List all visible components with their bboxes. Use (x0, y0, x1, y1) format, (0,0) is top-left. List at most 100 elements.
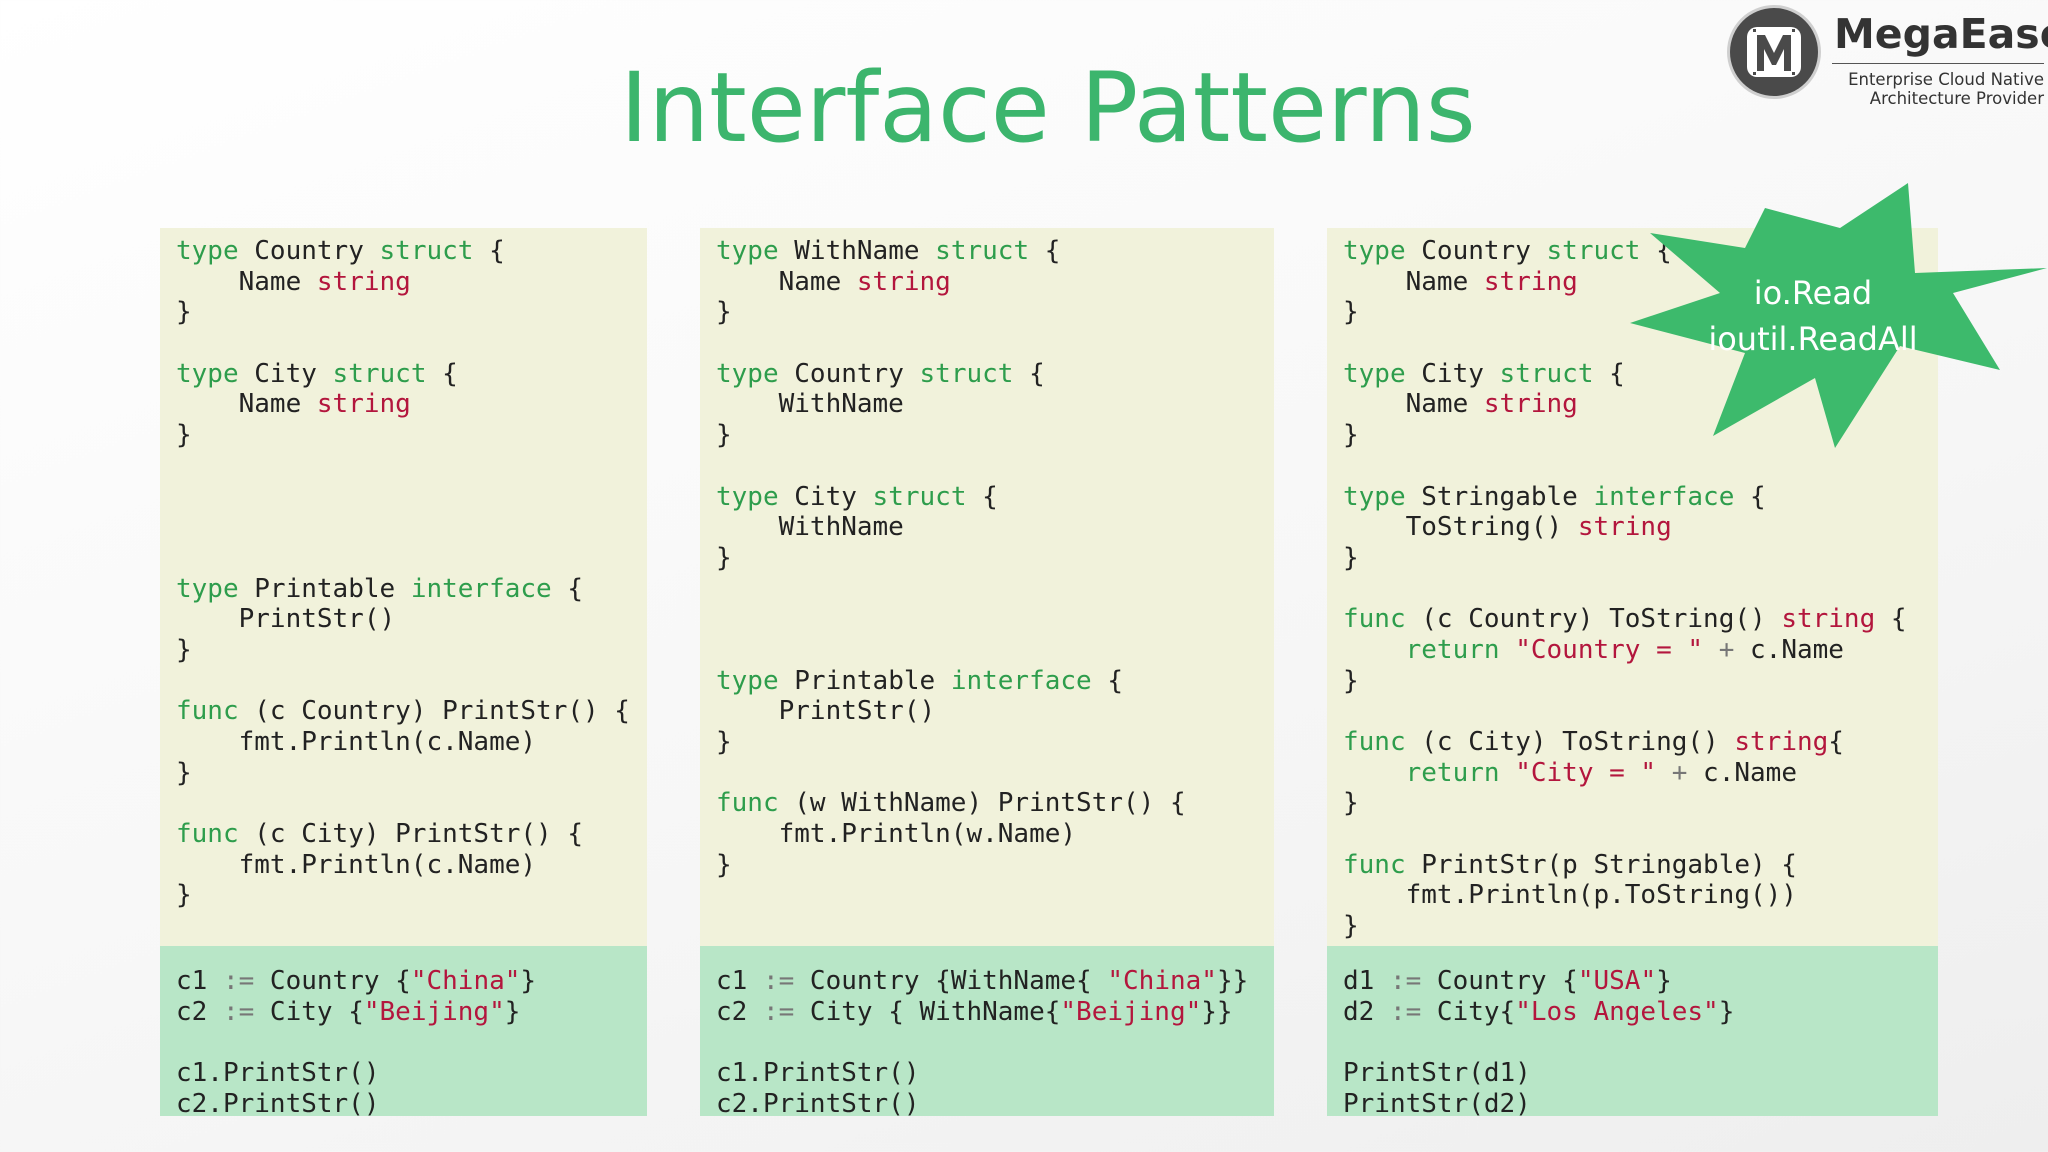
code-token: + (1671, 757, 1688, 788)
code-token: PrintStr() (176, 604, 396, 635)
code-token: string (1781, 604, 1876, 635)
code-token: WithName (716, 512, 904, 543)
code-line (1343, 1027, 1734, 1058)
code-token: "City = " (1515, 757, 1657, 788)
code-token: struct (1546, 236, 1641, 266)
code-line: c1 := Country {"China"} (176, 966, 536, 997)
code-token: := (1389, 966, 1422, 996)
code-token: Country (778, 358, 920, 389)
code-token: Printable (238, 573, 411, 604)
code-token: := (762, 996, 795, 1027)
code-panel-1-definitions: type Country struct { Name string} type C… (160, 228, 647, 946)
code-token: "Beijing" (1060, 996, 1202, 1027)
code-token: struct (872, 481, 967, 512)
code-token: type (716, 236, 779, 266)
code-line (176, 328, 630, 359)
code-line: Name string (176, 389, 630, 420)
code-token: } (716, 727, 732, 757)
code-line (716, 574, 1186, 605)
code-token: interface (950, 665, 1092, 696)
code-token: { (1875, 604, 1907, 635)
code-token: Country { (254, 966, 411, 996)
code-token: (c Country) ToString() (1405, 604, 1782, 635)
code-token: := (1389, 996, 1422, 1027)
code-line: } (1343, 543, 1907, 574)
code-token: return (1405, 634, 1500, 665)
code-token: c2 (176, 996, 223, 1027)
code-token: PrintStr(d1) (1343, 1058, 1531, 1089)
code-line: func (c City) PrintStr() { (176, 819, 630, 850)
code-line (176, 482, 630, 513)
code-token: "China" (1107, 966, 1217, 996)
code-line: } (176, 880, 630, 911)
code-line: c2.PrintStr() (176, 1089, 536, 1120)
code-token: fmt.Println(c.Name) (176, 727, 537, 757)
code-line: WithName (716, 389, 1186, 420)
code-token: fmt.Println(c.Name) (176, 849, 537, 880)
code-token: type (1343, 358, 1406, 389)
code-token: { (1013, 358, 1045, 389)
code-token: City { WithName{ (794, 996, 1061, 1027)
code-line (716, 604, 1186, 635)
callout-line-1: io.Read (1753, 274, 1873, 312)
code-token (1500, 758, 1516, 788)
code-line: c2.PrintStr() (716, 1089, 1248, 1120)
code-line: } (716, 850, 1186, 881)
logo-tagline-line-1: Enterprise Cloud Native (1848, 70, 2044, 89)
code-token: struct (1499, 358, 1594, 389)
code-token: } (716, 297, 732, 328)
code-token: func (176, 819, 239, 850)
code-line (176, 1027, 536, 1058)
code-token: Name (176, 389, 317, 420)
code-token: { (1734, 481, 1766, 512)
code-token: (c Country) PrintStr() { (238, 696, 630, 727)
callout-text: io.Read ioutil.ReadAll (1658, 270, 1968, 362)
code-token: }} (1201, 996, 1233, 1027)
code-line: c2 := City { WithName{"Beijing"}} (716, 997, 1248, 1028)
code-line: type City struct { (716, 482, 1186, 513)
code-token: c1.PrintStr() (176, 1058, 380, 1089)
code-token: struct (379, 236, 474, 266)
code-line: Name string (1343, 389, 1907, 420)
code-token: d2 (1343, 996, 1390, 1027)
code-token: struct (919, 358, 1014, 389)
code-token: } (504, 996, 521, 1027)
code-token: { (1828, 727, 1844, 757)
code-token: "Los Angeles" (1515, 996, 1719, 1027)
code-token: City (238, 358, 333, 389)
code-token: City (1405, 358, 1500, 389)
code-token: PrintStr(d2) (1343, 1088, 1531, 1119)
code-line: PrintStr() (176, 604, 630, 635)
code-token: } (176, 634, 192, 665)
code-block: type Country struct { Name string} type C… (1343, 236, 1907, 942)
code-token: interface (410, 573, 552, 604)
slide-title: Interface Patterns (620, 52, 1476, 164)
code-line: type Printable interface { (176, 574, 630, 605)
starburst-callout (1630, 183, 2047, 448)
code-line: c1.PrintStr() (716, 1058, 1248, 1089)
code-token: Name (176, 266, 317, 297)
code-token: string (316, 266, 411, 297)
code-line: d1 := Country {"USA"} (1343, 966, 1734, 997)
code-token: } (176, 420, 192, 451)
code-line: type Country struct { (1343, 236, 1907, 267)
code-panel-2-definitions: type WithName struct { Name string}type … (700, 228, 1274, 946)
code-token: string (1483, 389, 1578, 420)
code-token: d1 (1343, 966, 1390, 996)
code-line: type City struct { (176, 359, 630, 390)
code-token: "Country = " (1515, 634, 1704, 665)
code-token: func (1343, 727, 1406, 757)
code-line: type Country struct { (176, 236, 630, 267)
code-token: return (1405, 757, 1500, 788)
code-line: type Country struct { (716, 359, 1186, 390)
code-line (716, 758, 1186, 789)
code-line: c1.PrintStr() (176, 1058, 536, 1089)
code-token: string (1577, 512, 1672, 543)
code-token: + (1718, 634, 1735, 665)
code-token: }} (1216, 966, 1249, 996)
code-token: Country (238, 236, 380, 266)
code-token: WithName (778, 236, 936, 266)
code-line (176, 512, 630, 543)
code-token: string (316, 389, 411, 420)
code-token: type (176, 358, 239, 389)
